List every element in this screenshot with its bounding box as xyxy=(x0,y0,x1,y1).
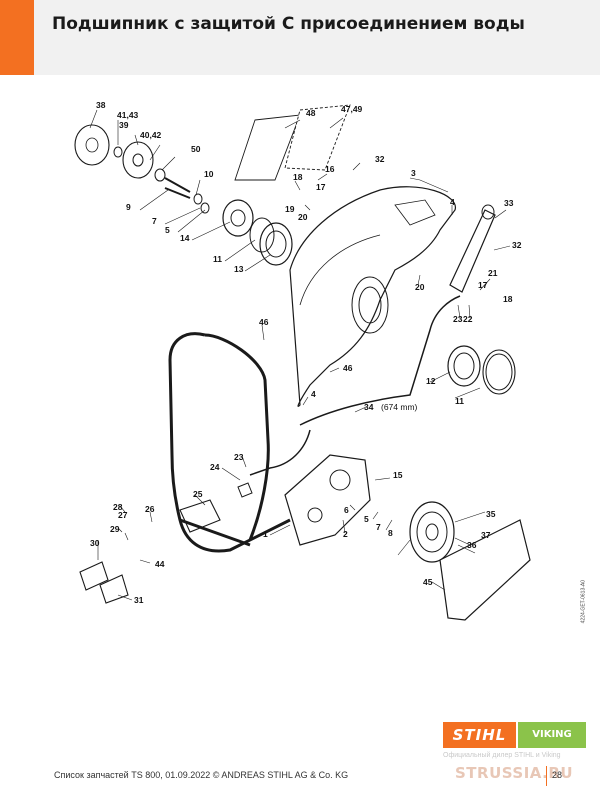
callout-24: 24 xyxy=(210,462,220,472)
callout-12: 12 xyxy=(426,376,436,386)
footer-text: Список запчастей TS 800, 01.09.2022 © AN… xyxy=(54,770,349,780)
callout-25: 25 xyxy=(193,489,203,499)
callout-35: 35 xyxy=(486,509,496,519)
callout-17: 17 xyxy=(478,280,488,290)
page-number: 28 xyxy=(552,770,563,780)
spindle-9 xyxy=(164,177,191,199)
callout-29: 29 xyxy=(110,524,120,534)
callout-19: 19 xyxy=(285,204,295,214)
callout-7: 7 xyxy=(376,522,381,532)
callout-21: 21 xyxy=(488,268,498,278)
callout-11: 11 xyxy=(455,396,464,406)
callout-5: 5 xyxy=(165,225,170,235)
callout-37: 37 xyxy=(481,530,491,540)
callout-3: 3 xyxy=(411,168,416,178)
callout-14: 14 xyxy=(180,233,190,243)
callout-10: 10 xyxy=(204,169,214,179)
ring-7 xyxy=(200,202,210,214)
callout-18: 18 xyxy=(293,172,303,182)
dealer-text: Официальный дилер STIHL и Viking xyxy=(443,752,561,759)
callout-8: 8 xyxy=(388,528,393,538)
callout-1: 1 xyxy=(263,529,268,539)
callout-11: 11 xyxy=(213,254,222,264)
callout-27: 27 xyxy=(118,510,128,520)
callout-47-49: 47,49 xyxy=(341,104,363,114)
callout-31: 31 xyxy=(134,595,144,605)
callout-46: 46 xyxy=(343,363,353,373)
callout-22: 22 xyxy=(463,314,473,324)
callout-46: 46 xyxy=(259,317,269,327)
water-hose xyxy=(299,295,461,426)
callout-17: 17 xyxy=(316,182,326,192)
callout-20: 20 xyxy=(415,282,425,292)
gasket-47 xyxy=(284,104,351,171)
callout-40-42: 40,42 xyxy=(140,130,162,140)
arm-33 xyxy=(449,209,496,293)
housing-1 xyxy=(284,454,371,546)
bearing-13 xyxy=(259,222,293,266)
callout-26: 26 xyxy=(145,504,155,514)
callout-9: 9 xyxy=(126,202,131,212)
callout-34: 34 xyxy=(364,402,374,412)
callout-20: 20 xyxy=(298,212,308,222)
callout-41-43: 41,43 xyxy=(117,110,139,120)
callout-6: 6 xyxy=(344,505,349,515)
callout-4: 4 xyxy=(311,389,316,399)
washer-10 xyxy=(193,193,203,205)
pulley-35 xyxy=(409,501,455,563)
callout-15: 15 xyxy=(393,470,403,480)
washer-39 xyxy=(113,146,123,158)
bearing-14 xyxy=(222,199,254,237)
guard-tube-frame xyxy=(168,332,291,553)
callout-28: 28 xyxy=(113,502,123,512)
callout-5: 5 xyxy=(364,514,369,524)
page-header: Подшипник с защитой С присоединением вод… xyxy=(0,0,600,75)
ring-11-left xyxy=(249,217,275,253)
ring-11-right xyxy=(482,349,516,395)
callout-39: 39 xyxy=(119,120,129,130)
callout-32: 32 xyxy=(512,240,522,250)
callout-36: 36 xyxy=(467,540,477,550)
bearing-12 xyxy=(447,345,481,387)
callout-23: 23 xyxy=(453,314,463,324)
callout-30: 30 xyxy=(90,538,100,548)
diagram-reference-code: 4224-GET-0613-A0 xyxy=(580,580,586,624)
callout-674-mm: (674 mm) xyxy=(381,402,418,412)
nipple-24 xyxy=(237,482,253,498)
stihl-logo: STIHL xyxy=(443,722,516,748)
disc-38 xyxy=(74,124,110,166)
callout-16: 16 xyxy=(325,164,335,174)
cover-45 xyxy=(439,519,531,621)
header-accent-bar xyxy=(0,0,34,75)
callout-32: 32 xyxy=(375,154,385,164)
callout-50: 50 xyxy=(191,144,201,154)
callout-4: 4 xyxy=(450,197,455,207)
page-number-divider xyxy=(546,766,547,786)
callout-13: 13 xyxy=(234,264,244,274)
callout-23: 23 xyxy=(234,452,244,462)
gasket-48 xyxy=(234,114,301,181)
valve-31 xyxy=(99,574,129,604)
callout-48: 48 xyxy=(306,108,316,118)
valve-30 xyxy=(79,561,109,591)
callout-18: 18 xyxy=(503,294,513,304)
nut-50 xyxy=(154,168,166,182)
brand-logos: STIHL VIKING xyxy=(443,722,586,754)
page-title: Подшипник с защитой С присоединением вод… xyxy=(52,14,525,34)
disc-40 xyxy=(122,141,154,179)
viking-logo: VIKING xyxy=(518,722,586,748)
callout-44: 44 xyxy=(155,559,165,569)
callout-38: 38 xyxy=(96,100,106,110)
callout-2: 2 xyxy=(343,529,348,539)
watermark: STRUSSIA.RU xyxy=(455,764,574,782)
callout-7: 7 xyxy=(152,216,157,226)
callout-45: 45 xyxy=(423,577,433,587)
callout-33: 33 xyxy=(504,198,514,208)
guard-housing xyxy=(289,186,456,407)
bracket-25 xyxy=(179,499,221,533)
